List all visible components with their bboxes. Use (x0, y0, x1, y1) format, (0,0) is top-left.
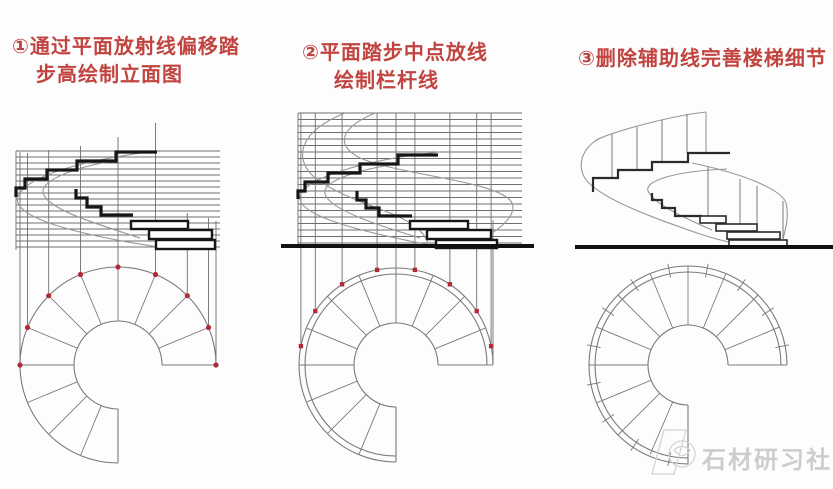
panel1-red-projection-points (17, 264, 219, 368)
step1-heading-line2: 步高绘制立面图 (36, 64, 183, 86)
panel3-baluster-ticks (586, 263, 790, 467)
step2-heading-line1: ②平面踏步中点放线 (302, 42, 488, 64)
panel3-balusters (611, 114, 784, 239)
panel2-plan-view (298, 267, 494, 463)
stone-society-logo-icon (651, 429, 696, 475)
step3-heading: ③删除辅助线完善楼梯细节 (578, 48, 827, 70)
panel1-elevation-steps (14, 150, 217, 251)
panel1-plan-view (17, 264, 219, 464)
panel3-railing-curves (580, 111, 788, 245)
panel2-railing-helix-curves (299, 112, 514, 248)
step2-heading-line2: 绘制栏杆线 (334, 70, 439, 92)
panel2-red-midpoint-markers (298, 267, 494, 349)
watermark-text: 石材研习社 (702, 447, 832, 474)
panel3-plan-view (586, 263, 790, 467)
panel3-elevation-steps (591, 151, 788, 247)
step1-heading-line1: ①通过平面放射线偏移踏 (12, 36, 240, 58)
